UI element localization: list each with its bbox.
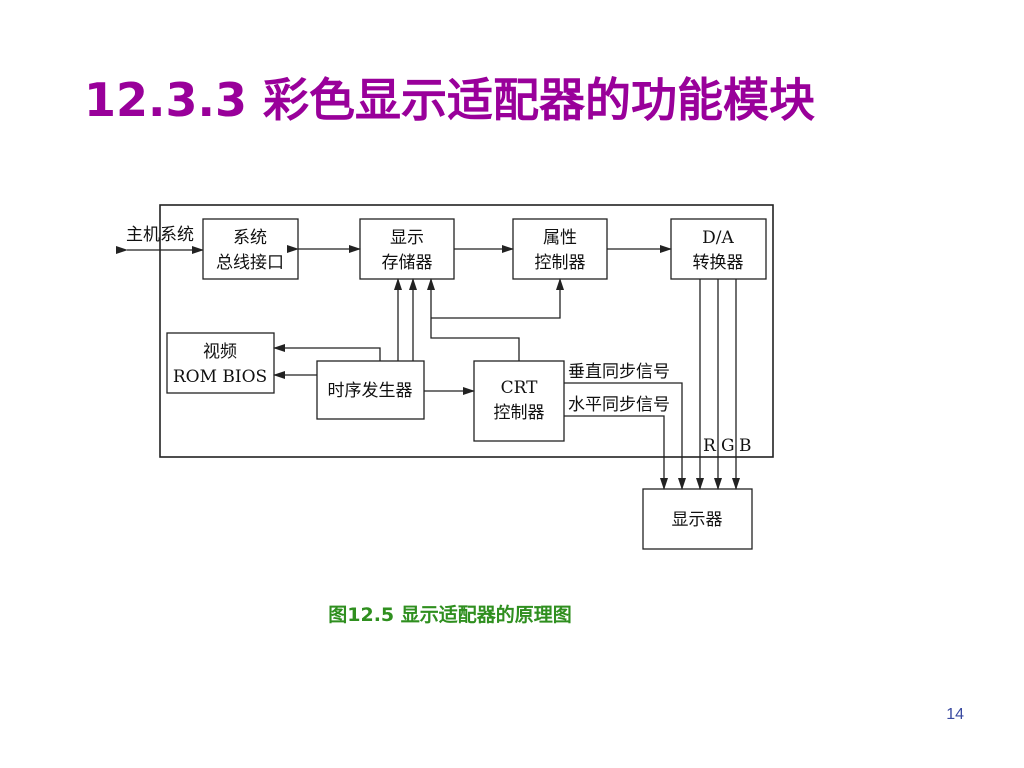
svg-text:D/A: D/A <box>702 228 734 248</box>
svg-text:控制器: 控制器 <box>494 403 545 423</box>
hsync-label: 水平同步信号 <box>568 395 670 415</box>
da-converter-block: D/A 转换器 <box>670 218 767 280</box>
svg-text:显示: 显示 <box>390 228 424 248</box>
adapter-boundary <box>159 204 774 458</box>
bus-interface-block: 系统 总线接口 <box>202 218 299 280</box>
r-label: R <box>703 436 717 456</box>
host-system-label: 主机系统 <box>126 225 194 245</box>
crt-memory-arrow <box>427 278 520 361</box>
page-number: 14 <box>946 706 964 723</box>
svg-text:显示器: 显示器 <box>672 510 723 530</box>
vsync-label: 垂直同步信号 <box>568 362 670 382</box>
crt-attr-arrow <box>431 278 564 319</box>
svg-text:控制器: 控制器 <box>535 253 586 273</box>
svg-text:系统: 系统 <box>233 228 267 248</box>
svg-text:存储器: 存储器 <box>382 253 433 273</box>
svg-text:CRT: CRT <box>501 378 539 398</box>
svg-text:视频: 视频 <box>203 342 237 362</box>
attribute-controller-block: 属性 控制器 <box>512 218 608 280</box>
g-label: G <box>721 436 735 456</box>
monitor-block: 显示器 <box>642 488 753 550</box>
display-memory-block: 显示 存储器 <box>359 218 455 280</box>
crt-controller-block: CRT 控制器 <box>473 360 565 442</box>
svg-text:属性: 属性 <box>543 228 577 248</box>
b-label: B <box>739 436 752 456</box>
svg-text:ROM BIOS: ROM BIOS <box>173 367 267 387</box>
timing-generator-block: 时序发生器 <box>316 360 425 420</box>
slide-title: 12.3.3 彩色显示适配器的功能模块 <box>84 73 815 127</box>
svg-text:总线接口: 总线接口 <box>216 253 284 273</box>
figure-caption: 图12.5 显示适配器的原理图 <box>328 604 572 626</box>
hsync-line <box>564 415 668 490</box>
vsync-line <box>564 382 686 490</box>
video-rom-bios-block: 视频 ROM BIOS <box>166 332 275 394</box>
svg-text:转换器: 转换器 <box>693 253 744 273</box>
timing-bios-arrow-1 <box>273 344 381 361</box>
svg-text:时序发生器: 时序发生器 <box>328 381 413 401</box>
